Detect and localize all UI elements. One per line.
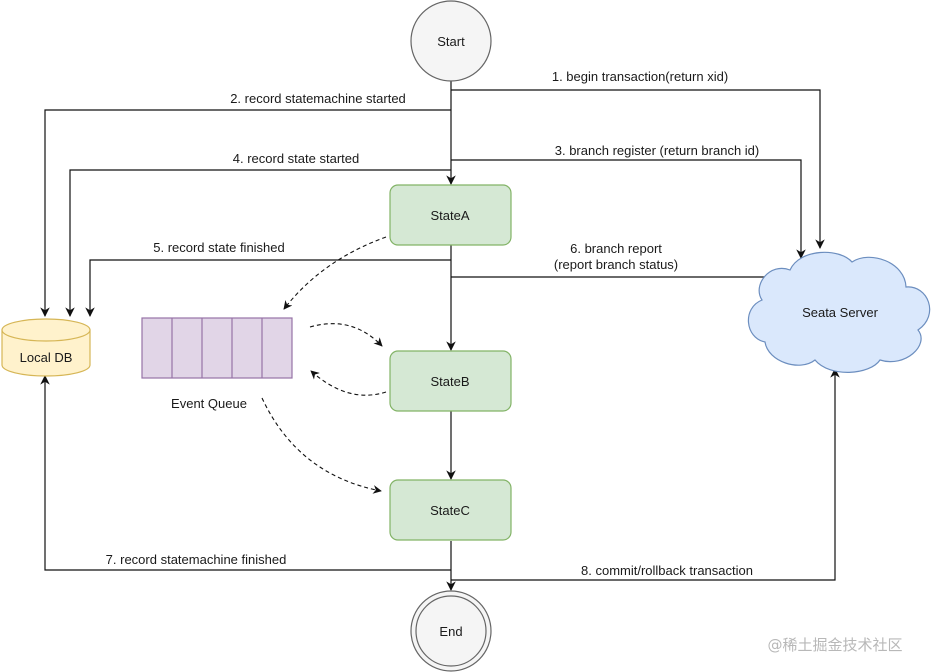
dashed-queue-to-state-b <box>309 323 383 347</box>
end-node: End <box>410 590 492 672</box>
edge-label-record-state-finished: 5. record state finished <box>153 240 285 255</box>
edge-record-state-finished <box>85 259 451 317</box>
edge-record-statemachine-started <box>40 109 451 317</box>
edge-label-branch-register: 3. branch register (return branch id) <box>555 143 759 158</box>
edge-label-begin-transaction: 1. begin transaction(return xid) <box>552 69 728 84</box>
edge-label-commit-rollback: 8. commit/rollback transaction <box>581 563 753 578</box>
edge-label-record-state-started: 4. record state started <box>233 151 359 166</box>
edge-label-branch-report-line2: (report branch status) <box>554 257 678 272</box>
dashed-state-a-to-queue <box>283 236 387 310</box>
event-queue-label: Event Queue <box>171 396 247 411</box>
dashed-state-b-to-queue <box>310 370 387 396</box>
edge-branch-register <box>451 159 806 259</box>
state-a-node: StateA <box>389 184 512 246</box>
edge-label-record-statemachine-started: 2. record statemachine started <box>230 91 406 106</box>
state-b-node: StateB <box>389 350 512 412</box>
edge-record-state-started <box>65 169 451 317</box>
edge-commit-rollback <box>451 368 840 581</box>
watermark: @稀土掘金技术社区 <box>767 636 902 654</box>
seata-server-label: Seata Server <box>802 305 879 320</box>
state-c-node: StateC <box>389 479 512 541</box>
edge-record-statemachine-finished <box>40 375 451 571</box>
state-b-label: StateB <box>430 374 469 389</box>
seata-server-node: Seata Server <box>747 251 931 373</box>
local-db-node: Local DB <box>1 318 91 377</box>
start-label: Start <box>437 34 465 49</box>
event-queue-node: Event Queue <box>141 317 293 411</box>
state-c-label: StateC <box>430 503 470 518</box>
local-db-label: Local DB <box>20 350 73 365</box>
start-node: Start <box>410 0 492 82</box>
edge-begin-transaction <box>451 89 825 249</box>
edge-label-record-statemachine-finished: 7. record statemachine finished <box>106 552 287 567</box>
end-label: End <box>439 624 462 639</box>
edge-label-branch-report-line1: 6. branch report <box>570 241 662 256</box>
dashed-queue-to-state-c <box>261 397 382 494</box>
state-a-label: StateA <box>430 208 469 223</box>
